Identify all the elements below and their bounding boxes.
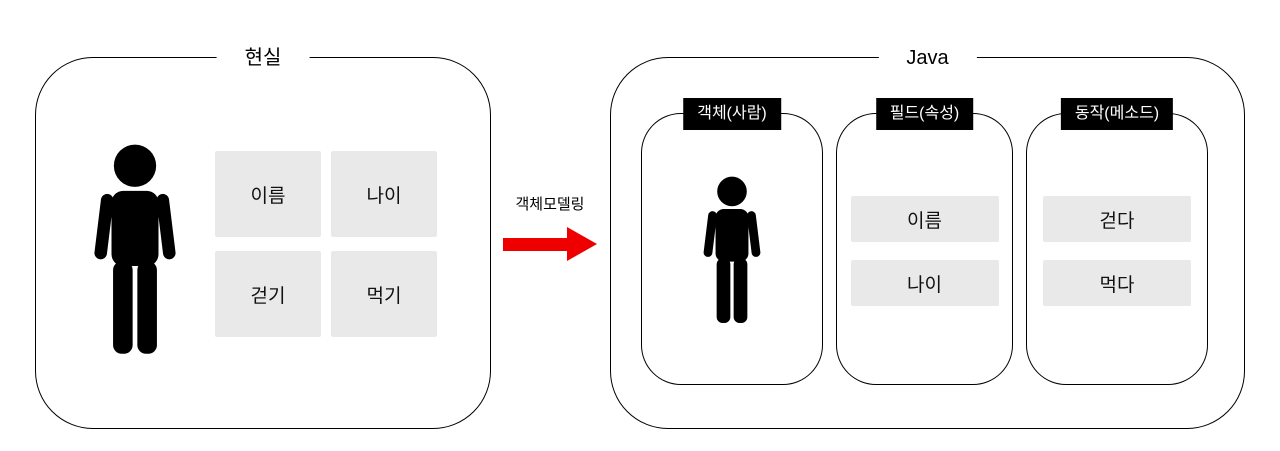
method-items: 걷다 먹다 — [1027, 196, 1207, 306]
object-column-badge: 객체(사람) — [683, 98, 781, 130]
reality-box-name: 이름 — [215, 151, 321, 237]
field-column: 필드(속성) 이름 나이 — [836, 98, 1013, 385]
person-icon — [703, 176, 761, 323]
field-items: 이름 나이 — [837, 196, 1012, 306]
field-box-name: 이름 — [850, 196, 999, 242]
java-panel-title: Java — [878, 43, 977, 73]
reality-box-eat: 먹기 — [331, 251, 437, 337]
reality-box-age: 나이 — [331, 151, 437, 237]
field-box-age: 나이 — [850, 260, 999, 306]
method-box-walk: 걷다 — [1043, 196, 1191, 242]
method-box-eat: 먹다 — [1043, 260, 1191, 306]
object-column: 객체(사람) — [641, 98, 823, 385]
reality-box-walk: 걷기 — [215, 251, 321, 337]
modeling-arrow-label: 객체모델링 — [515, 196, 585, 213]
right-arrow-icon — [503, 227, 597, 261]
method-column-badge: 동작(메소드) — [1060, 98, 1174, 130]
person-icon — [93, 144, 177, 354]
modeling-arrow-group: 객체모델링 — [503, 193, 597, 261]
reality-panel-title: 현실 — [216, 43, 310, 73]
reality-panel: 현실 이름 나이 걷기 먹기 — [35, 43, 491, 429]
method-column: 동작(메소드) 걷다 먹다 — [1026, 98, 1208, 385]
java-panel: Java 객체(사람) 필드(속성) 이름 나이 동작(메소드) 걷다 먹다 — [610, 43, 1245, 429]
field-column-badge: 필드(속성) — [875, 98, 974, 130]
